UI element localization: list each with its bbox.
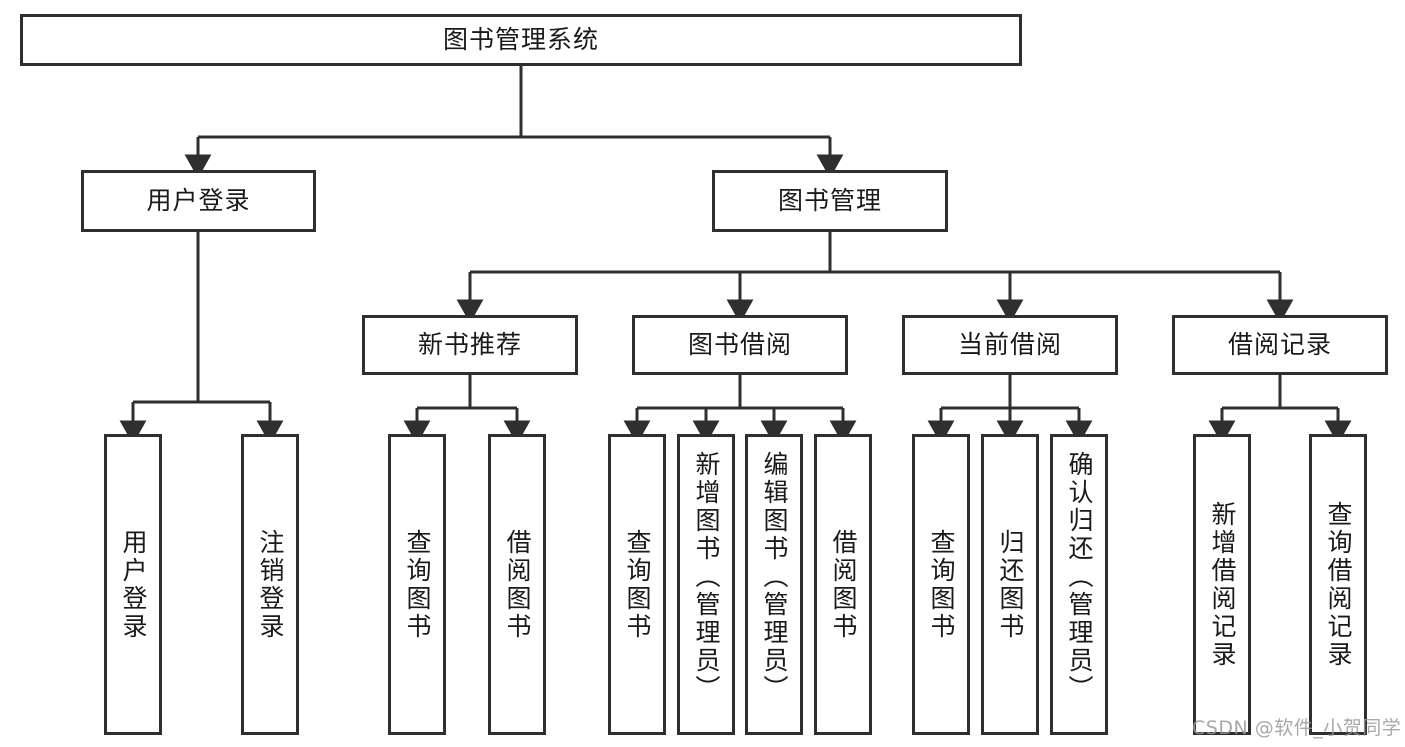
node-leaf-borrow-book-rec[interactable]: 借阅图书 (488, 434, 546, 735)
node-current-borrow-label: 当前借阅 (957, 329, 1062, 359)
node-leaf-borrow-book-label: 借阅图书 (829, 528, 858, 641)
node-leaf-user-login[interactable]: 用户登录 (104, 434, 162, 735)
node-leaf-add-book-admin[interactable]: 新增图书（管理员） (677, 434, 735, 735)
node-user-login[interactable]: 用户登录 (81, 170, 316, 232)
node-user-login-label: 用户登录 (146, 185, 251, 215)
csdn-watermark: CSDN @软件_小贺同学 (1192, 717, 1402, 739)
node-leaf-return-book[interactable]: 归还图书 (981, 434, 1039, 735)
node-current-borrow[interactable]: 当前借阅 (902, 315, 1118, 375)
node-leaf-add-borrow-record[interactable]: 新增借阅记录 (1193, 434, 1251, 735)
node-book-borrow-label: 图书借阅 (687, 329, 792, 359)
node-leaf-confirm-return-admin[interactable]: 确认归还（管理员） (1050, 434, 1108, 735)
node-book-management[interactable]: 图书管理 (712, 170, 948, 232)
node-book-borrow[interactable]: 图书借阅 (632, 315, 848, 375)
node-new-book-recommend-label: 新书推荐 (417, 329, 522, 359)
node-leaf-add-borrow-record-label: 新增借阅记录 (1208, 500, 1237, 669)
node-leaf-edit-book-admin[interactable]: 编辑图书（管理员） (745, 434, 803, 735)
node-leaf-confirm-return-admin-label: 确认归还（管理员） (1065, 451, 1094, 703)
node-leaf-query-book-rec-label: 查询图书 (403, 528, 432, 641)
node-leaf-borrow-book-rec-label: 借阅图书 (503, 528, 532, 641)
node-leaf-query-borrow-record[interactable]: 查询借阅记录 (1309, 434, 1367, 735)
node-borrow-record[interactable]: 借阅记录 (1172, 315, 1388, 375)
node-root[interactable]: 图书管理系统 (20, 14, 1022, 66)
node-leaf-query-book-borrow[interactable]: 查询图书 (608, 434, 666, 735)
node-leaf-query-book-rec[interactable]: 查询图书 (388, 434, 446, 735)
node-leaf-query-book-current[interactable]: 查询图书 (912, 434, 970, 735)
node-leaf-query-book-current-label: 查询图书 (927, 528, 956, 641)
node-borrow-record-label: 借阅记录 (1227, 329, 1332, 359)
node-new-book-recommend[interactable]: 新书推荐 (362, 315, 578, 375)
node-leaf-query-book-borrow-label: 查询图书 (623, 528, 652, 641)
node-leaf-logout[interactable]: 注销登录 (241, 434, 299, 735)
node-leaf-user-login-label: 用户登录 (119, 528, 148, 641)
node-leaf-return-book-label: 归还图书 (996, 528, 1025, 641)
node-root-label: 图书管理系统 (442, 24, 599, 54)
node-book-management-label: 图书管理 (777, 185, 882, 215)
node-leaf-borrow-book[interactable]: 借阅图书 (814, 434, 872, 735)
node-leaf-query-borrow-record-label: 查询借阅记录 (1324, 500, 1353, 669)
node-leaf-edit-book-admin-label: 编辑图书（管理员） (760, 451, 789, 703)
node-leaf-logout-label: 注销登录 (256, 528, 285, 641)
node-leaf-add-book-admin-label: 新增图书（管理员） (692, 451, 721, 703)
